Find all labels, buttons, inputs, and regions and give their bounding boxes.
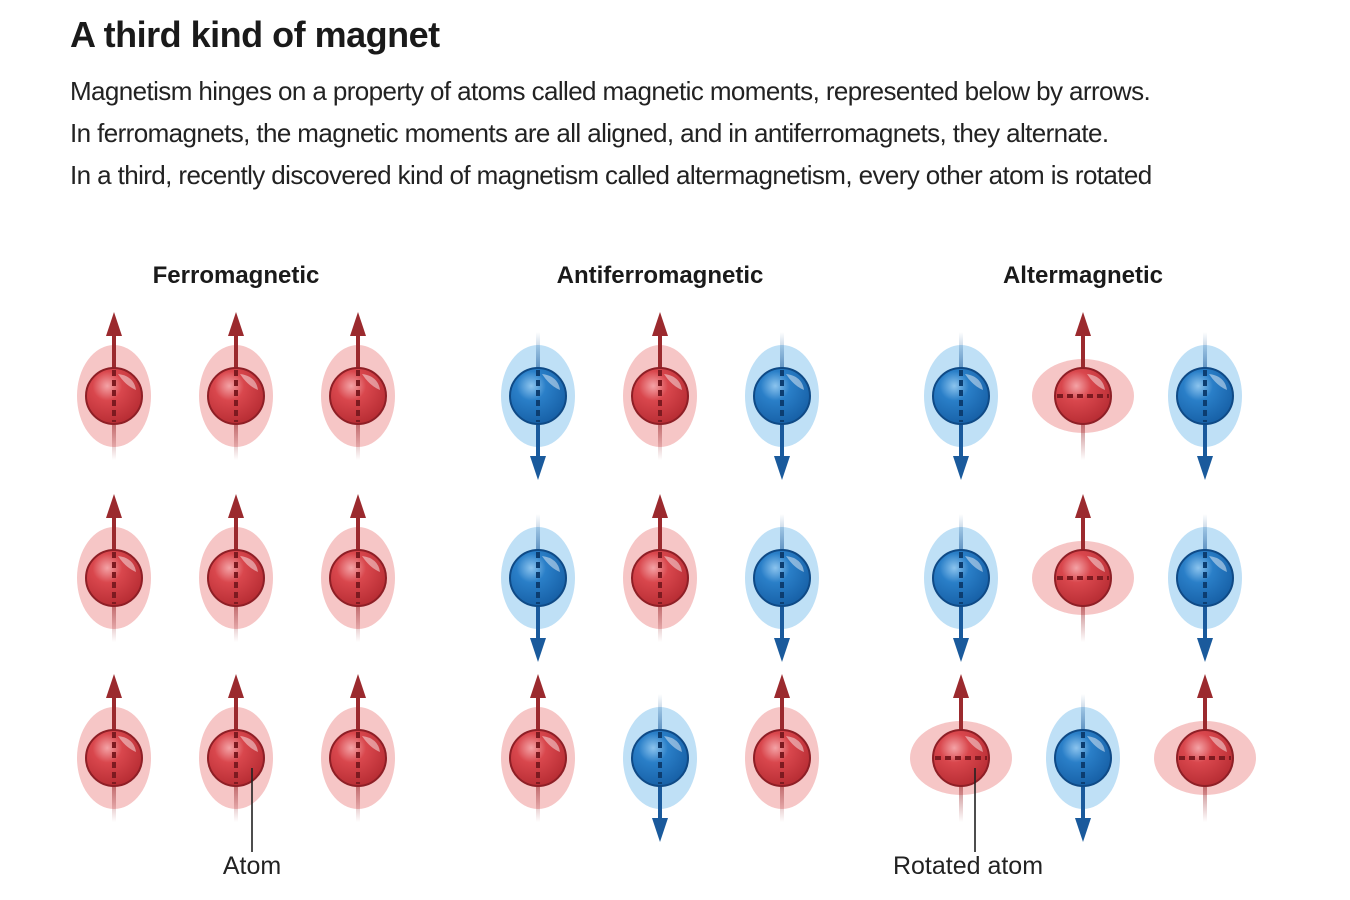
arrow-down-icon (774, 638, 790, 662)
figure-title: A third kind of magnet (70, 14, 440, 55)
arrow-down-icon (953, 456, 969, 480)
arrow-up-icon (106, 494, 122, 518)
rotated-atom-label: Rotated atom (892, 852, 1044, 880)
atom-ferromagnetic-r1c3-up (321, 312, 395, 460)
panel-title-ferromagnetic: Ferromagnetic (152, 262, 320, 289)
atom-antiferromagnetic-r1c3-down (745, 332, 819, 480)
description-line-3: In a third, recently discovered kind of … (70, 160, 1152, 190)
arrow-down-icon (652, 818, 668, 842)
atom-antiferromagnetic-r1c2-up (623, 312, 697, 460)
atom-label: Atom (222, 852, 282, 880)
panel-title-altermagnetic: Altermagnetic (1002, 262, 1164, 289)
atom-antiferromagnetic-r2c2-up (623, 494, 697, 642)
atom-ferromagnetic-r3c1-up (77, 674, 151, 822)
arrow-up-icon (106, 674, 122, 698)
atom-altermagnetic-r2c3-down (1168, 514, 1242, 662)
atom-antiferromagnetic-r1c1-down (501, 332, 575, 480)
arrow-up-icon (350, 494, 366, 518)
figure-description: Magnetism hinges on a property of atoms … (70, 70, 1152, 196)
atom-altermagnetic-r1c3-down (1168, 332, 1242, 480)
arrow-down-icon (530, 456, 546, 480)
arrow-up-icon (228, 674, 244, 698)
arrow-up-icon (228, 494, 244, 518)
arrow-up-icon (350, 674, 366, 698)
arrow-down-icon (1197, 456, 1213, 480)
atom-altermagnetic-r3c1-up-rotated (910, 674, 1012, 822)
arrow-up-icon (652, 494, 668, 518)
arrow-up-icon (530, 674, 546, 698)
atom-ferromagnetic-r2c1-up (77, 494, 151, 642)
description-line-1: Magnetism hinges on a property of atoms … (70, 76, 1151, 106)
atom-ferromagnetic-r1c1-up (77, 312, 151, 460)
atom-antiferromagnetic-r3c3-up (745, 674, 819, 822)
atom-antiferromagnetic-r3c1-up (501, 674, 575, 822)
arrow-up-icon (1075, 494, 1091, 518)
arrow-down-icon (530, 638, 546, 662)
description-line-2: In ferromagnets, the magnetic moments ar… (70, 118, 1109, 148)
arrow-down-icon (1075, 818, 1091, 842)
arrow-up-icon (652, 312, 668, 336)
atom-altermagnetic-r2c1-down (924, 514, 998, 662)
panel-title-antiferromagnetic: Antiferromagnetic (556, 262, 764, 289)
atom-ferromagnetic-r3c2-up (199, 674, 273, 822)
atom-altermagnetic-r3c3-up-rotated (1154, 674, 1256, 822)
arrow-down-icon (1197, 638, 1213, 662)
arrow-up-icon (1197, 674, 1213, 698)
atom-altermagnetic-r2c2-up-rotated (1032, 494, 1134, 642)
atom-ferromagnetic-r1c2-up (199, 312, 273, 460)
arrow-up-icon (106, 312, 122, 336)
atom-ferromagnetic-r2c3-up (321, 494, 395, 642)
atom-altermagnetic-r1c2-up-rotated (1032, 312, 1134, 460)
arrow-up-icon (1075, 312, 1091, 336)
arrow-up-icon (953, 674, 969, 698)
arrow-up-icon (228, 312, 244, 336)
arrow-down-icon (953, 638, 969, 662)
atom-ferromagnetic-r2c2-up (199, 494, 273, 642)
atom-antiferromagnetic-r2c1-down (501, 514, 575, 662)
arrow-down-icon (774, 456, 790, 480)
atom-antiferromagnetic-r3c2-down (623, 694, 697, 842)
arrow-up-icon (350, 312, 366, 336)
arrow-up-icon (774, 674, 790, 698)
atom-altermagnetic-r1c1-down (924, 332, 998, 480)
atom-antiferromagnetic-r2c3-down (745, 514, 819, 662)
atom-altermagnetic-r3c2-down (1046, 694, 1120, 842)
atom-ferromagnetic-r3c3-up (321, 674, 395, 822)
